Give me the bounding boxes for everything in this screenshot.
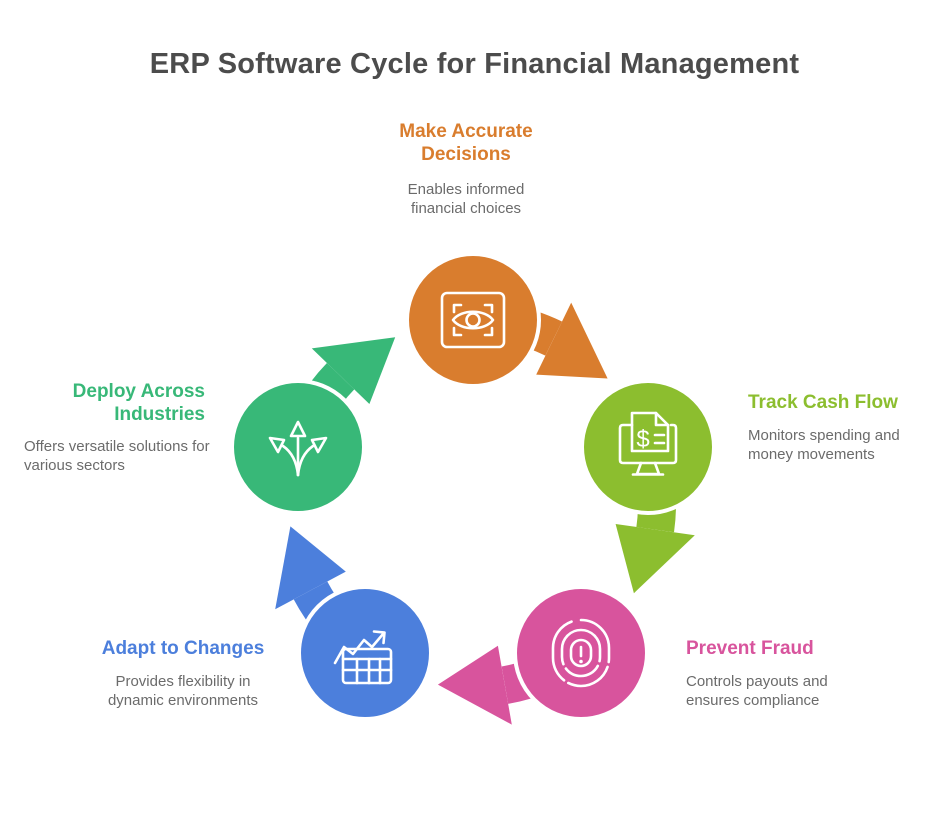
node-label-make-accurate-decisions: Make Accurate Decisions xyxy=(399,121,533,166)
node-label-prevent-fraud: Prevent Fraud xyxy=(686,638,814,659)
growth-table-icon xyxy=(333,630,393,685)
node-label-track-cash-flow: Track Cash Flow xyxy=(748,392,898,413)
node-description-prevent-fraud: Controls payouts and ensures compliance xyxy=(686,673,828,710)
node-description-adapt-to-changes: Provides flexibility in dynamic environm… xyxy=(107,673,259,710)
page-title: ERP Software Cycle for Financial Managem… xyxy=(149,48,800,80)
node-circle-adapt-to-changes xyxy=(297,585,433,721)
node-description-track-cash-flow: Monitors spending and money movements xyxy=(748,427,900,464)
eye-scan-icon xyxy=(440,291,506,349)
branch-arrows-icon xyxy=(268,420,328,477)
svg-text:$: $ xyxy=(636,426,649,453)
node-circle-track-cash-flow xyxy=(580,379,716,515)
node-description-deploy-across-industries: Offers versatile solutions for various s… xyxy=(24,438,210,475)
fingerprint-alert-icon xyxy=(551,618,611,688)
node-label-adapt-to-changes: Adapt to Changes xyxy=(101,638,265,659)
finance-monitor-icon: $ xyxy=(618,411,678,476)
node-description-make-accurate-decisions: Enables informed financial choices xyxy=(407,181,525,218)
node-label-deploy-across-industries: Deploy Across Industries xyxy=(72,381,205,426)
node-circle-make-accurate-decisions xyxy=(405,252,541,388)
